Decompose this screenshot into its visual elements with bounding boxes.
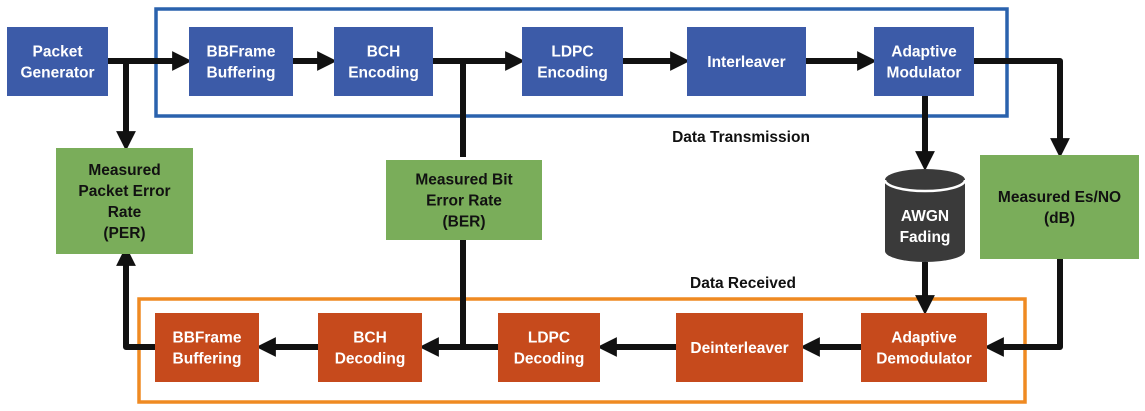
esno-label-line-1: Measured Es/NO <box>998 189 1121 206</box>
arrow-bbframe-to-per <box>116 246 155 350</box>
bch-encoding-label-line-2: Encoding <box>348 65 419 82</box>
data-transmission-label: Data Transmission <box>672 129 810 146</box>
deinterleaver-label-line-1: Deinterleaver <box>690 340 788 357</box>
ldpc-decoding-label-line-1: LDPC <box>528 330 570 347</box>
cylinder-rim <box>883 179 967 193</box>
data-received-label: Data Received <box>690 275 796 292</box>
deinterleaver-block: Deinterleaver <box>676 313 803 382</box>
adaptive-demodulator-label-line-2: Demodulator <box>876 351 972 368</box>
rx-bbframe-label-line-1: BBFrame <box>173 330 242 347</box>
data-received-region <box>137 297 1027 404</box>
arrow-modulator-to-esno <box>974 58 1070 158</box>
ber-label-line-1: Measured Bit <box>415 172 512 189</box>
arrow-esno-to-demodulator <box>984 259 1063 357</box>
awgn-fading-channel: AWGN Fading <box>883 169 967 262</box>
ldpc-decoding-block: LDPC Decoding <box>498 313 600 382</box>
bch-encoding-label-line-1: BCH <box>367 44 401 61</box>
interleaver-block: Interleaver <box>687 27 806 96</box>
ber-label-line-3: (BER) <box>442 214 485 231</box>
adaptive-modulator-label-line-1: Adaptive <box>891 44 957 61</box>
per-label-line-3: Rate <box>108 204 142 221</box>
ber-label-line-2: Error Rate <box>426 193 502 210</box>
ldpc-encoding-label-line-1: LDPC <box>551 44 593 61</box>
ldpc-encoding-block: LDPC Encoding <box>522 27 623 96</box>
tx-bbframe-label-line-1: BBFrame <box>207 44 276 61</box>
per-label-line-1: Measured <box>88 162 160 179</box>
packet-generator-label-line-2: Generator <box>20 65 94 82</box>
interleaver-label-line-1: Interleaver <box>707 54 785 71</box>
bch-decoding-block: BCH Decoding <box>318 313 422 382</box>
adaptive-demodulator-label-line-1: Adaptive <box>891 330 957 347</box>
bch-decoding-label-line-1: BCH <box>353 330 387 347</box>
per-label-line-4: (PER) <box>103 225 145 242</box>
packet-generator-label-line-1: Packet <box>33 44 83 61</box>
per-label-line-2: Packet Error <box>78 183 170 200</box>
measured-esno-block: Measured Es/NO (dB) <box>980 155 1139 259</box>
awgn-label-line-2: Fading <box>900 229 951 246</box>
adaptive-modulator-label-line-2: Modulator <box>887 65 962 82</box>
ldpc-encoding-label-line-2: Encoding <box>537 65 608 82</box>
bch-decoding-label-line-2: Decoding <box>335 351 406 368</box>
bch-encoding-block: BCH Encoding <box>334 27 433 96</box>
esno-label-line-2: (dB) <box>1044 210 1075 227</box>
rx-bbframe-label-line-2: Buffering <box>173 351 242 368</box>
tx-bbframe-label-line-2: Buffering <box>207 65 276 82</box>
flow-arrows <box>108 51 1070 357</box>
awgn-label-line-1: AWGN <box>901 208 949 225</box>
ldpc-decoding-label-line-2: Decoding <box>514 351 585 368</box>
